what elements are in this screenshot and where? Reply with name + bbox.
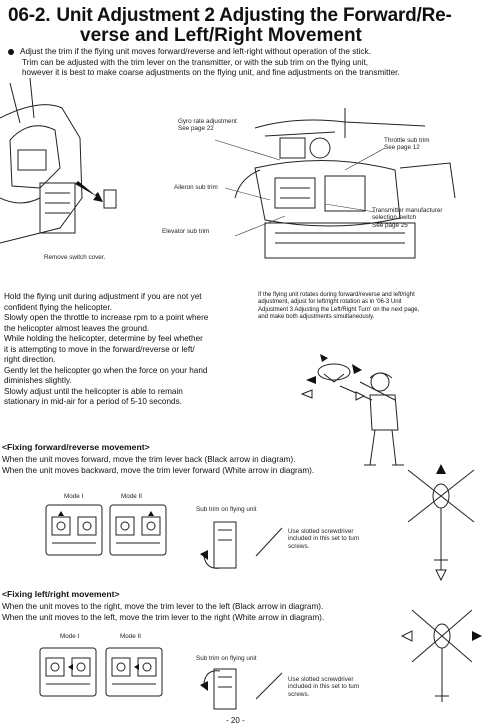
page-number: - 20 - (226, 716, 245, 725)
leftright-subtrim-label: Sub trim on flying unit (196, 655, 257, 662)
forward-line-2: When the unit moves backward, move the t… (2, 465, 315, 475)
title-line-1: Unit Adjustment 2 Adjusting the Forward/… (56, 5, 452, 26)
forward-screw-line-1: Use slotted screwdriver (288, 528, 354, 535)
side-note-line: If the flying unit rotates during forwar… (258, 292, 415, 298)
instruction-line: diminishes slightly. (4, 376, 72, 385)
throttle-line-1: Throttle sub trim (384, 137, 430, 144)
label-elevator: Elevator sub trim (162, 228, 210, 235)
left-right-text: When the unit moves to the right, move t… (2, 602, 402, 623)
instruction-line: the helicopter almost leaves the ground. (4, 323, 150, 333)
leftright-transmitter-mode1 (39, 647, 97, 697)
helicopter-top-view-leftright (400, 609, 482, 702)
instruction-line: Gently let the helicopter go when the fo… (4, 365, 208, 375)
intro-line-3: however it is best to make coarse adjust… (22, 68, 400, 77)
transmitter-line-2: selection switch (372, 214, 417, 222)
instructions-block: Hold the flying unit during adjustment i… (4, 292, 260, 408)
forward-subtrim-illustration (200, 521, 283, 569)
leftright-line-2: When the unit moves to the left, move th… (2, 612, 325, 622)
title-line-2: verse and Left/Right Movement (80, 25, 362, 46)
instruction-line: Slowly adjust until the helicopter is ab… (4, 386, 183, 396)
forward-screw-line-2: included in this set to turn (288, 535, 360, 543)
switch-closeup-illustration (0, 77, 117, 244)
leftright-mode1-label: Mode I (60, 633, 80, 640)
side-note: If the flying unit rotates during forwar… (258, 292, 484, 322)
forward-mode2-label: Mode II (121, 493, 142, 500)
transmitter-line-3: See page 25 (372, 221, 408, 229)
label-aileron: Aileron sub trim (174, 184, 218, 191)
side-note-line: and make both adjustments simultaneously… (258, 314, 375, 321)
forward-subtrim-label: Sub trim on flying unit (196, 506, 257, 513)
transmitter-line-1: Transmitter manufacturer (372, 207, 443, 214)
gyro-line-1: Gyro rate adjustment (178, 118, 237, 125)
leftright-screw-line-1: Use slotted screwdriver (288, 676, 354, 683)
forward-reverse-text: When the unit moves forward, move the tr… (2, 455, 402, 476)
intro-line-1: Adjust the trim if the flying unit moves… (20, 47, 371, 56)
leftright-transmitter-mode2 (105, 647, 163, 697)
leftright-screw-line-2: included in this set to turn (288, 683, 360, 691)
instruction-line: stationary in mid-air for a period of 5-… (4, 397, 182, 406)
intro-paragraph: Adjust the trim if the flying unit moves… (8, 47, 484, 79)
leftright-subtrim-illustration (200, 668, 283, 710)
label-gyro: Gyro rate adjustment See page 22 (178, 118, 237, 133)
forward-mode1-label: Mode I (64, 493, 84, 500)
instruction-line: While holding the helicopter, determine … (4, 334, 203, 343)
forward-transmitter-mode2 (109, 504, 167, 556)
side-note-line: adjustment, adjust for left/right rotati… (258, 299, 402, 306)
instruction-line: Slowly open the throttle to increase rpm… (4, 313, 209, 322)
instruction-line: confident flying the helicopter. (4, 302, 112, 312)
throttle-line-2: See page 12 (384, 144, 420, 152)
leftright-mode2-label: Mode II (120, 633, 141, 640)
bullet-icon (8, 48, 14, 55)
label-throttle: Throttle sub trim See page 12 (384, 137, 430, 152)
label-remove-cover: Remove switch cover. (44, 254, 106, 261)
intro-line-2: Trim can be adjusted with the trim lever… (22, 57, 368, 67)
forward-transmitter-mode1 (45, 504, 103, 556)
leftright-screw-line-3: screws. (288, 690, 310, 698)
forward-reverse-heading: <Fixing forward/reverse movement> (2, 442, 150, 452)
leftright-line-1: When the unit moves to the right, move t… (2, 602, 324, 611)
instruction-line: right direction. (4, 355, 56, 364)
helicopter-mechanics-illustration (214, 108, 456, 259)
forward-line-1: When the unit moves forward, move the tr… (2, 455, 296, 464)
leftright-screwdriver-note: Use slotted screwdriver included in this… (288, 676, 359, 698)
label-transmitter: Transmitter manufacturer selection switc… (372, 207, 442, 229)
forward-screw-line-3: screws. (288, 542, 310, 550)
page-title: 06-2.Unit Adjustment 2 Adjusting the For… (8, 6, 452, 26)
instruction-line: it is attempting to move in the forward/… (4, 344, 195, 354)
instruction-line: Hold the flying unit during adjustment i… (4, 292, 202, 301)
person-holding-helicopter-illustration (300, 354, 404, 466)
left-right-heading: <Fixing left/right movement> (2, 589, 120, 599)
helicopter-top-view-forward (407, 464, 475, 582)
forward-screwdriver-note: Use slotted screwdriver included in this… (288, 528, 359, 550)
side-note-line: Adjustment 3 Adjusting the Left/Right Tu… (258, 306, 420, 313)
section-number: 06-2. (8, 5, 51, 26)
gyro-line-2: See page 22 (178, 125, 214, 133)
